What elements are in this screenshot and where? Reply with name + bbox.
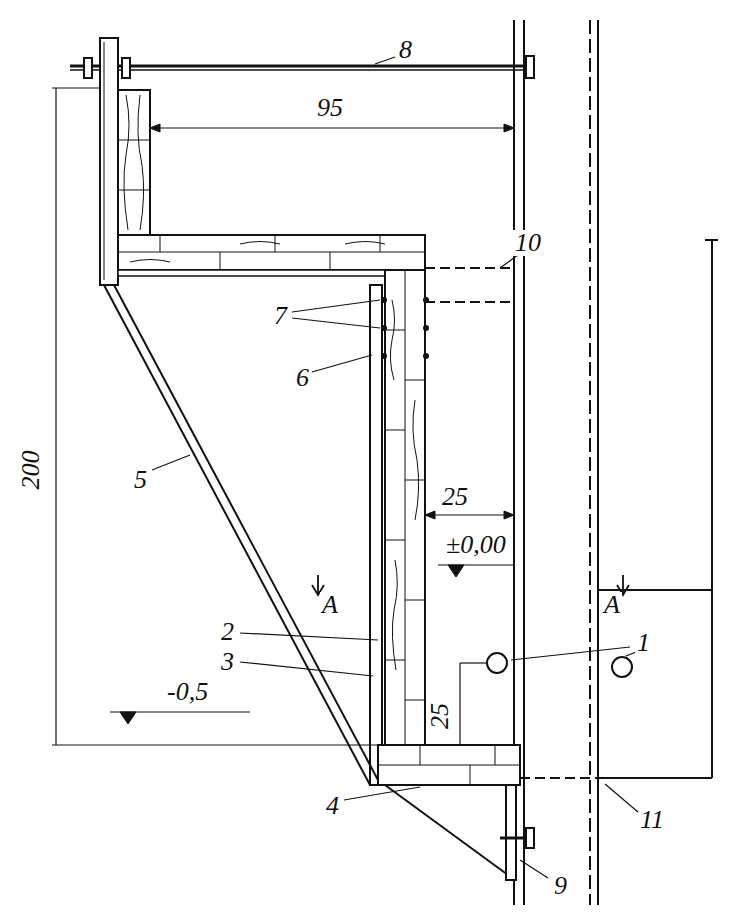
callout-number: 6 — [294, 365, 311, 391]
level-mark: ±0,00 — [444, 532, 508, 558]
callout-number: 5 — [132, 467, 149, 493]
callout-number: 9 — [552, 873, 569, 899]
dimension-value: 95 — [315, 95, 345, 121]
callout-number: 2 — [219, 619, 236, 645]
dimension-value: 25 — [427, 701, 453, 731]
section-mark: A — [602, 592, 622, 618]
callout-number: 10 — [513, 230, 543, 256]
callout-number: 8 — [397, 37, 414, 63]
callout-number: 4 — [324, 793, 341, 819]
dimension-value: 200 — [18, 449, 44, 492]
level-mark: -0,5 — [165, 679, 210, 705]
callout-number: 1 — [635, 630, 652, 656]
dimension-value: 25 — [440, 484, 470, 510]
callout-number: 11 — [638, 807, 666, 833]
callout-number: 3 — [219, 649, 236, 675]
callout-number: 7 — [272, 303, 289, 329]
section-mark: A — [320, 592, 340, 618]
